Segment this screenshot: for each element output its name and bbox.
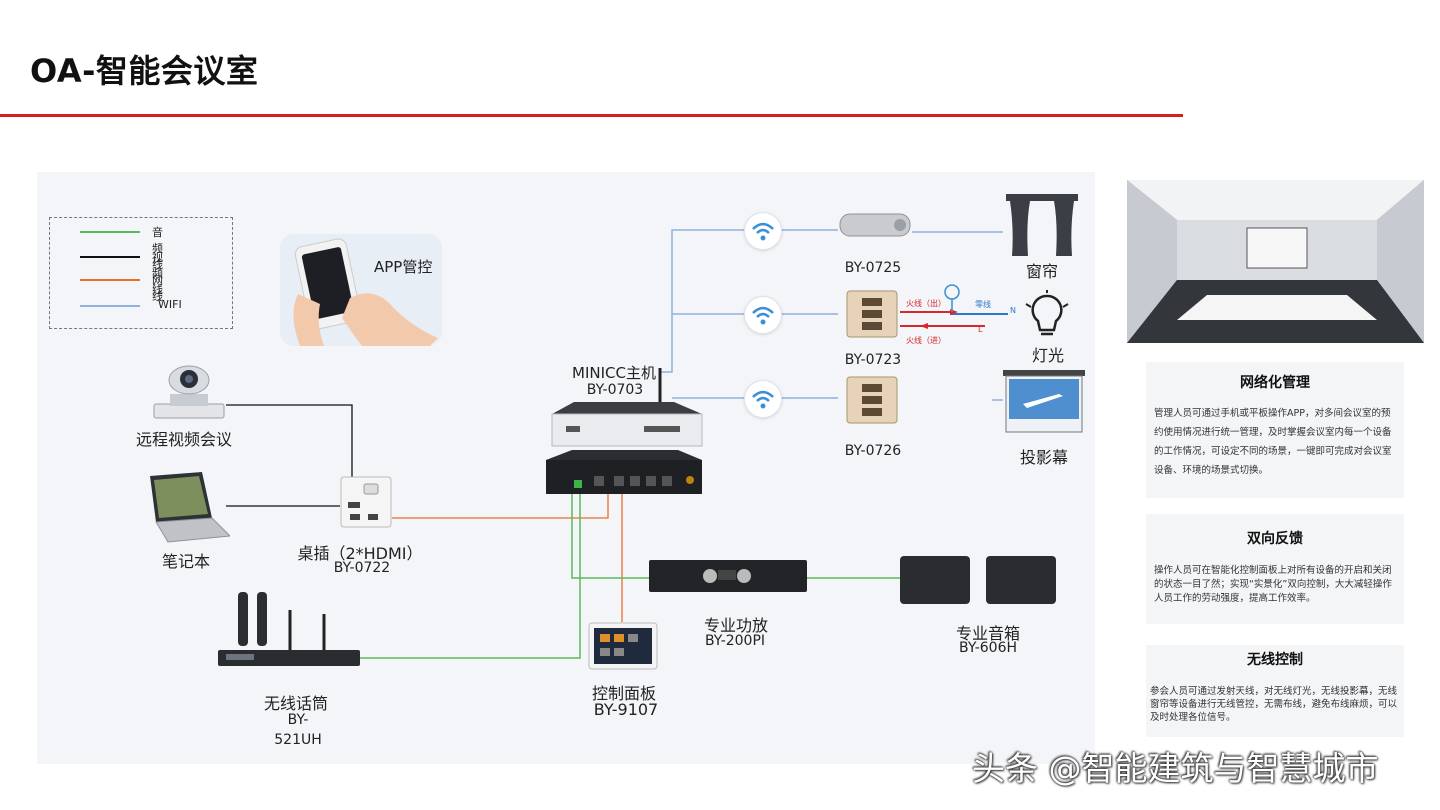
page-title: OA-智能会议室	[30, 52, 259, 90]
socket-icon	[340, 476, 392, 528]
host-model: BY-0703	[586, 382, 644, 398]
speakers	[898, 554, 1058, 610]
desk-socket-label: 桌插（2*HDMI）	[297, 544, 423, 563]
mic-model-line2: 521UH	[274, 732, 322, 748]
fire-in-label: 火线（进）	[906, 336, 946, 345]
minicc-host	[544, 368, 704, 502]
switch-panel-icon	[846, 376, 898, 424]
lightbulb-icon	[1025, 290, 1069, 336]
mic-model-line1: BY-	[287, 712, 309, 728]
video-lines	[226, 404, 353, 507]
fire-out-label: 火线（出）	[906, 299, 946, 308]
amplifier-icon	[649, 560, 807, 592]
light-module	[846, 290, 898, 342]
audio-lines	[360, 492, 900, 659]
title-underline	[0, 114, 1183, 117]
curtain-motor-icon	[839, 213, 911, 237]
wifi-lines	[660, 229, 1003, 401]
curtain	[1004, 194, 1080, 260]
amplifier-model: BY-200PI	[704, 633, 766, 649]
feature-title: 无线控制	[1247, 652, 1303, 668]
projector-screen-icon	[1003, 370, 1085, 433]
host-icon	[546, 368, 703, 494]
control-panel-icon	[588, 622, 658, 670]
switch-panel-icon	[846, 290, 898, 338]
laptop-label: 笔记本	[161, 552, 211, 571]
speakers-model: BY-606H	[958, 640, 1018, 656]
l-label: L	[978, 325, 983, 334]
wifi-icon	[744, 380, 782, 418]
feature-text: 管理人员可通过手机或平板操作APP，对多间会议室的预约使用情况进行统一管理，及时…	[1154, 408, 1392, 476]
legend-swatch	[80, 256, 140, 258]
control-panel-model: BY-9107	[593, 700, 659, 719]
video-conf-label: 远程视频会议	[135, 430, 233, 449]
network-lines	[392, 492, 623, 622]
desk-socket-model: BY-0722	[333, 560, 391, 576]
desk-socket	[340, 476, 392, 532]
curtain-module	[838, 208, 912, 246]
wifi-icon	[744, 296, 782, 334]
neutral-label: 零线	[975, 300, 991, 309]
mic-label: 无线话筒	[263, 694, 329, 713]
wireless-mic	[216, 590, 362, 674]
app-control-card: APP管控	[280, 234, 442, 346]
feature-card-wireless-control: 无线控制 参会人员可通过发射天线，对无线灯光，无线投影幕，无线窗帘等设备进行无线…	[1146, 645, 1404, 737]
projector-screen	[1003, 370, 1085, 442]
projector-screen-label: 投影幕	[1019, 448, 1069, 467]
legend-swatch	[80, 231, 140, 233]
control-panel	[588, 622, 658, 674]
conference-room-photo	[1127, 180, 1424, 343]
wifi-icon	[744, 212, 782, 250]
feature-text: 操作人员可在智能化控制面板上对所有设备的开启和关闭的状态一目了然；实现“实景化”…	[1154, 565, 1392, 604]
curtain-label: 窗帘	[1025, 262, 1059, 281]
amplifier-label: 专业功放	[703, 616, 769, 635]
curtain-icon	[1006, 194, 1078, 256]
speakers-label: 专业音箱	[955, 624, 1021, 643]
legend-swatch	[80, 305, 140, 307]
legend: 音频线 视频线 网线 WIFI	[49, 217, 233, 329]
n-label: N	[1010, 306, 1016, 315]
light-label: 灯光	[1031, 346, 1065, 365]
phone-hand-icon	[293, 238, 438, 346]
feature-title: 网络化管理	[1240, 375, 1310, 391]
laptop-icon	[150, 472, 232, 543]
feature-card-network-management: 网络化管理 管理人员可通过手机或平板操作APP，对多间会议室的预约使用情况进行统…	[1146, 362, 1404, 498]
light-wiring	[900, 284, 1008, 329]
control-panel-label: 控制面板	[591, 684, 657, 703]
microphone-icon	[218, 592, 360, 666]
video-conf-camera	[150, 364, 226, 428]
feature-card-two-way-feedback: 双向反馈 操作人员可在智能化控制面板上对所有设备的开启和关闭的状态一目了然；实现…	[1146, 514, 1404, 624]
watermark: 头条 @智能建筑与智慧城市	[972, 749, 1379, 788]
light-module-model: BY-0723	[844, 352, 902, 368]
host-label: MINICC主机	[572, 364, 656, 382]
feature-text: 参会人员可通过发射天线，对无线灯光，无线投影幕，无线窗帘等设备进行无线管控，无需…	[1150, 686, 1398, 723]
amplifier	[648, 556, 808, 600]
conference-room-image	[1127, 180, 1424, 343]
app-label: APP管控	[374, 258, 433, 276]
screen-module-model: BY-0726	[844, 443, 902, 459]
legend-swatch	[80, 279, 140, 281]
screen-module	[846, 376, 898, 428]
camera-icon	[153, 365, 225, 419]
curtain-module-model: BY-0725	[844, 260, 902, 276]
laptop	[142, 472, 232, 548]
feature-title: 双向反馈	[1247, 531, 1303, 547]
light	[1022, 290, 1072, 346]
speaker-icon	[900, 556, 1056, 604]
